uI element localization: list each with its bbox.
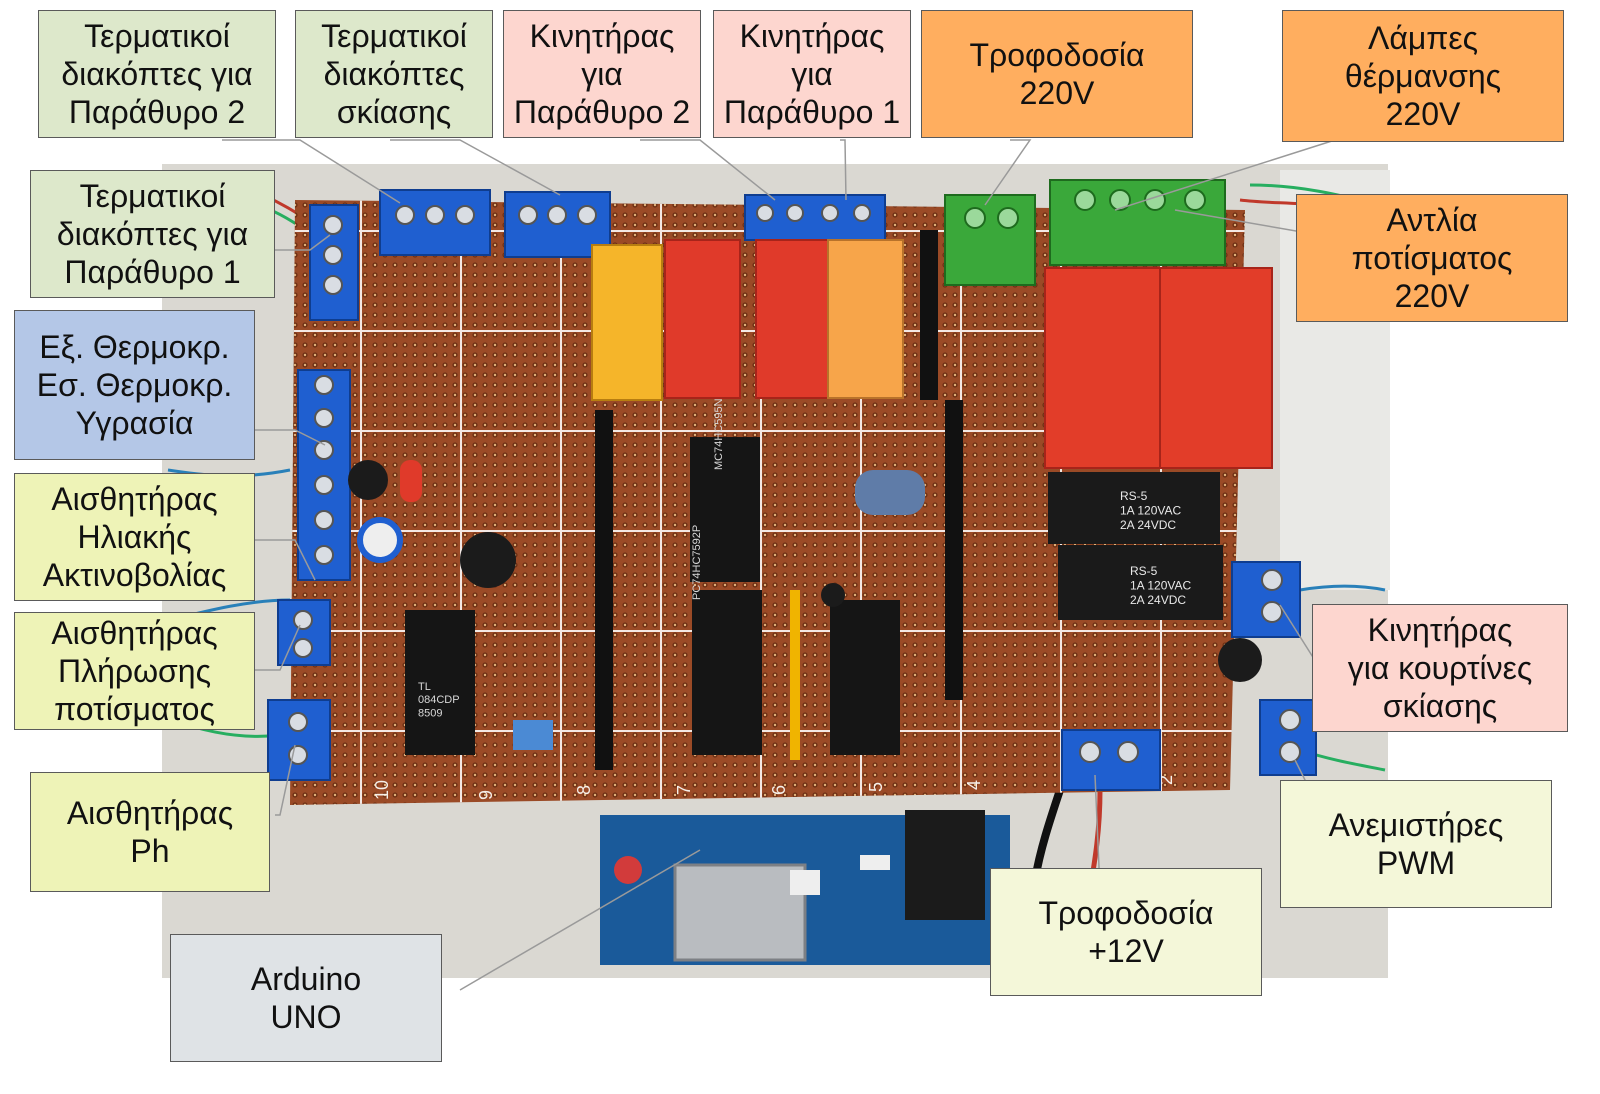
pin-headers <box>595 230 963 770</box>
callout-shade-curtain-motor: Κινητήρας για κουρτίνες σκίασης <box>1312 604 1568 732</box>
column-number: 8 <box>574 785 594 795</box>
callout-shading-limit-switches: Τερματικοί διακόπτες σκίασης <box>295 10 493 138</box>
callout-heating-lamps: Λάμπες θέρμανσης 220V <box>1282 10 1564 142</box>
callout-limit-switches-window-1: Τερματικοί διακόπτες για Παράθυρο 1 <box>30 170 275 298</box>
column-number: 4 <box>964 780 984 790</box>
terminal-screws <box>288 204 1301 765</box>
callout-limit-switches-window-2: Τερματικοί διακόπτες για Παράθυρο 2 <box>38 10 276 138</box>
callout-temperature-humidity: Εξ. Θερμοκρ. Εσ. Θερμοκρ. Υγρασία <box>14 310 255 460</box>
ic-marking: PC74HC7592P <box>691 525 703 600</box>
arduino-board <box>600 810 1010 965</box>
column-number: 5 <box>866 782 886 792</box>
column-number: 10 <box>372 780 392 800</box>
pcb-board: 10 9 8 7 6 5 4 2 <box>290 200 1245 805</box>
integrated-circuits <box>405 437 900 755</box>
callout-solar-radiation-sensor: Αισθητήρας Ηλιακής Ακτινοβολίας <box>14 473 255 601</box>
callout-arduino-uno: Arduino UNO <box>170 934 442 1062</box>
callout-motor-window-2: Κινητήρας για Παράθυρο 2 <box>503 10 701 138</box>
callout-motor-window-1: Κινητήρας για Παράθυρο 1 <box>713 10 911 138</box>
callout-irrigation-fill-sensor: Αισθητήρας Πλήρωσης ποτίσματος <box>14 612 255 730</box>
callout-power-12v: Τροφοδοσία +12V <box>990 868 1262 996</box>
callout-pwm-fans: Ανεμιστήρες PWM <box>1280 780 1552 908</box>
column-number: 2 <box>1156 775 1176 785</box>
column-number: 6 <box>769 785 789 795</box>
ic-marking: MC74HC595N <box>713 398 725 470</box>
green-terminals <box>944 179 1226 286</box>
passive-components <box>348 460 1262 760</box>
callout-ph-sensor: Αισθητήρας Ph <box>30 772 270 892</box>
column-number: 7 <box>674 785 694 795</box>
callout-power-220v: Τροφοδοσία 220V <box>921 10 1193 138</box>
relays <box>591 239 1273 620</box>
column-number: 9 <box>476 790 496 800</box>
callout-irrigation-pump: Αντλία ποτίσματος 220V <box>1296 194 1568 322</box>
